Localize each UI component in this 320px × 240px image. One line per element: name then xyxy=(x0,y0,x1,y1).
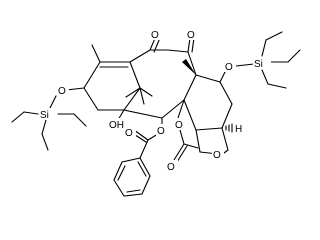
atom-labels: O O O Si O Si OH O O O O O H xyxy=(39,28,271,173)
tes-left-bonds xyxy=(11,87,87,151)
benzoate-ester-o: O xyxy=(157,126,165,137)
b-ring-bonds xyxy=(123,49,197,119)
acetate-ester-o: O xyxy=(175,120,183,131)
benzoate-carbonyl-o: O xyxy=(125,128,133,139)
ring-junction-h: H xyxy=(235,124,242,135)
c-ring-bonds xyxy=(183,74,233,131)
gem-dimethyl-bonds xyxy=(125,87,153,105)
tes-right-bonds xyxy=(219,31,301,89)
ketone-left-o: O xyxy=(151,30,159,41)
tes-left-o: O xyxy=(58,86,66,97)
molecule-structure: O O O Si O Si OH O O O O O H xyxy=(11,28,301,197)
tes-left-si: Si xyxy=(40,110,49,121)
angular-methyl-wedge xyxy=(182,59,196,75)
acetate-bonds xyxy=(173,99,199,163)
oxetane-bonds xyxy=(195,127,229,155)
oxetane-o: O xyxy=(213,150,221,161)
ring-h-hash xyxy=(225,123,233,133)
tes-right-si: Si xyxy=(254,59,263,70)
tes-right-o: O xyxy=(225,62,233,73)
acetate-carbonyl-o: O xyxy=(167,162,175,173)
a-ring-bonds xyxy=(83,44,141,111)
ketone-right-o: O xyxy=(187,30,195,41)
hydroxyl-oh: OH xyxy=(109,120,124,131)
